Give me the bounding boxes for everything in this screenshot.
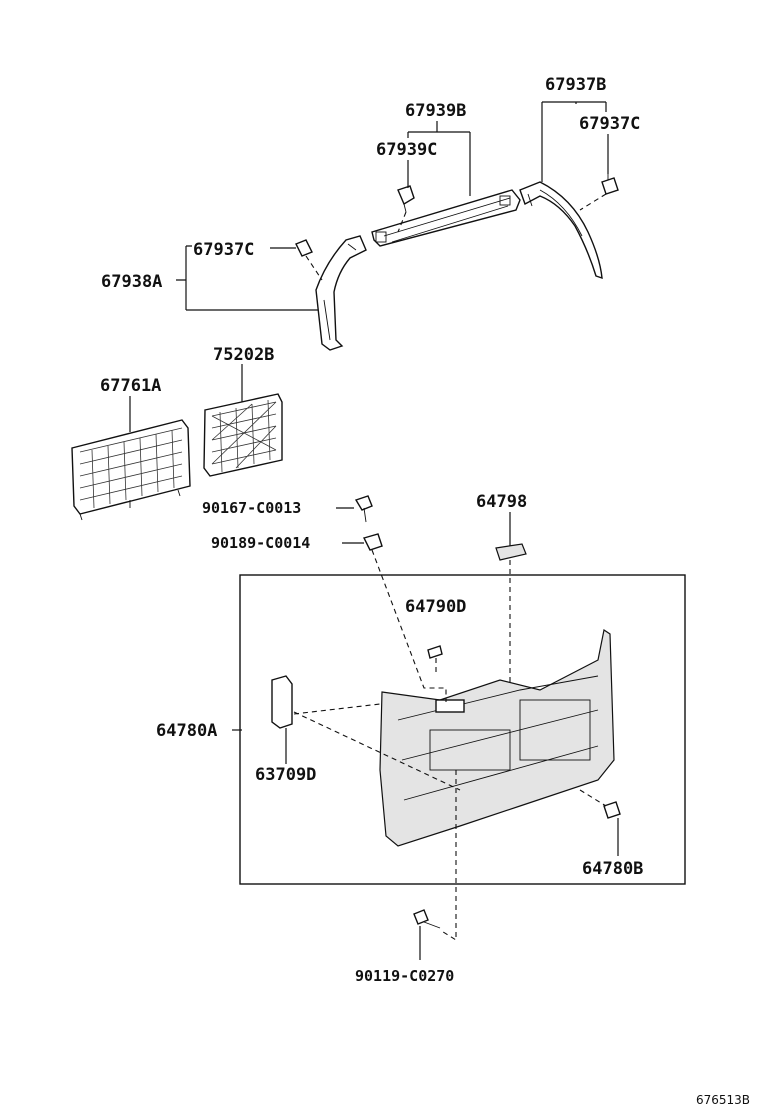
label-67938a: 67938A [101,272,162,292]
bolt-90119[interactable] [413,909,441,929]
trim-piece-63709d[interactable] [271,675,293,729]
right-pillar-trim[interactable] [519,181,603,280]
label-64780a: 64780A [156,721,217,741]
label-67937c-left: 67937C [193,240,254,260]
cover-67761a[interactable] [71,419,191,521]
label-63709d: 63709D [255,765,316,785]
alignment-lines [293,549,607,941]
leader-lines [129,101,619,960]
center-upper-trim[interactable] [371,189,521,247]
clip-67939c[interactable] [397,185,415,213]
label-90119-c0270: 90119-C0270 [355,967,454,985]
upper-trim-group [295,170,619,351]
label-67939b: 67939B [405,101,466,121]
clip-67937c-left[interactable] [295,239,313,257]
clip-64790d[interactable] [427,645,443,659]
label-67937c-right: 67937C [579,114,640,134]
net-panel-75202b[interactable] [203,393,283,477]
clip-90189[interactable] [362,533,383,551]
label-64780b: 64780B [582,859,643,879]
label-67939c: 67939C [376,140,437,160]
label-90167-c0013: 90167-C0013 [202,499,301,517]
bracket-64798[interactable] [495,543,527,561]
label-75202b: 75202B [213,345,274,365]
back-door-trim[interactable] [379,629,615,847]
label-90189-c0014: 90189-C0014 [211,534,310,552]
label-64790d: 64790D [405,597,466,617]
cover-group [71,393,283,521]
clip-64780b[interactable] [603,801,621,819]
clip-67937c-right[interactable] [601,170,619,195]
diagram-code: 676513B [696,1093,750,1107]
label-64798: 64798 [476,492,527,512]
left-pillar-trim[interactable] [315,235,367,351]
label-67761a: 67761A [100,376,161,396]
fastener-90167[interactable] [354,495,373,523]
label-67937b: 67937B [545,75,606,95]
